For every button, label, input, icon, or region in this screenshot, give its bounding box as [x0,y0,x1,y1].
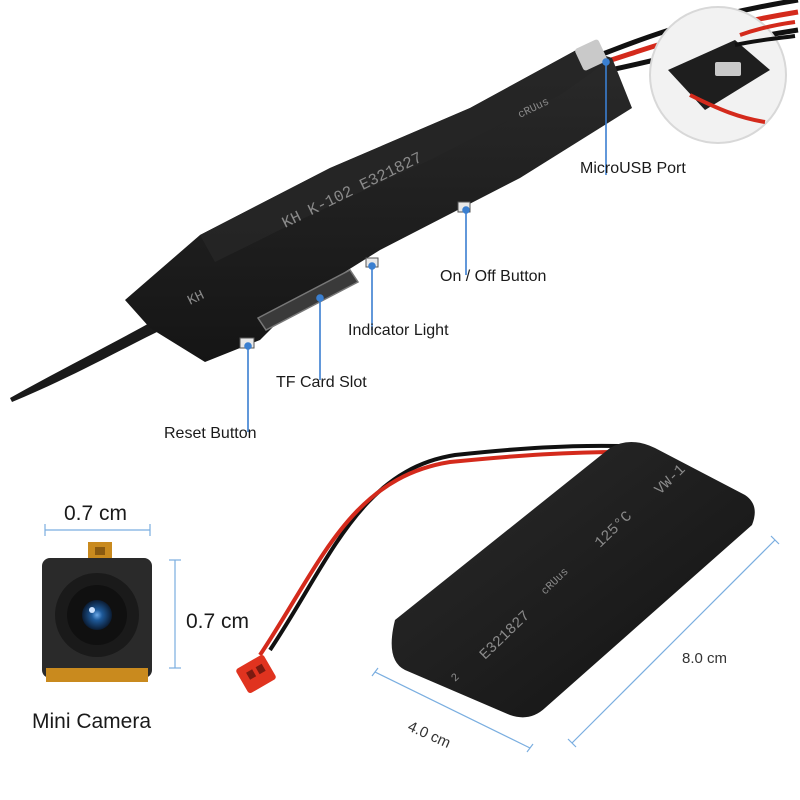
battery-length-label: 8.0 cm [682,650,728,667]
camera-height-label: 0.7 cm [186,610,250,633]
indicator-light-label: Indicator Light [348,322,449,339]
battery-connector [236,654,276,694]
microusb-inset [649,6,796,144]
onoff-button-label: On / Off Button [440,268,547,285]
board-body [125,48,632,362]
svg-text:KH: KH [185,288,207,310]
tf-card-slot-shape [256,269,360,331]
flex-ribbon [10,320,165,402]
battery-wire-black [268,443,621,652]
tf-card-slot-label: TF Card Slot [276,374,367,391]
battery-wire-red [258,450,623,657]
battery-body [391,442,755,718]
reset-button-label: Reset Button [164,425,257,442]
mini-camera-label: Mini Camera [32,710,152,733]
camera-width-label: 0.7 cm [64,502,128,525]
microusb-port-label: MicroUSB Port [580,160,686,177]
